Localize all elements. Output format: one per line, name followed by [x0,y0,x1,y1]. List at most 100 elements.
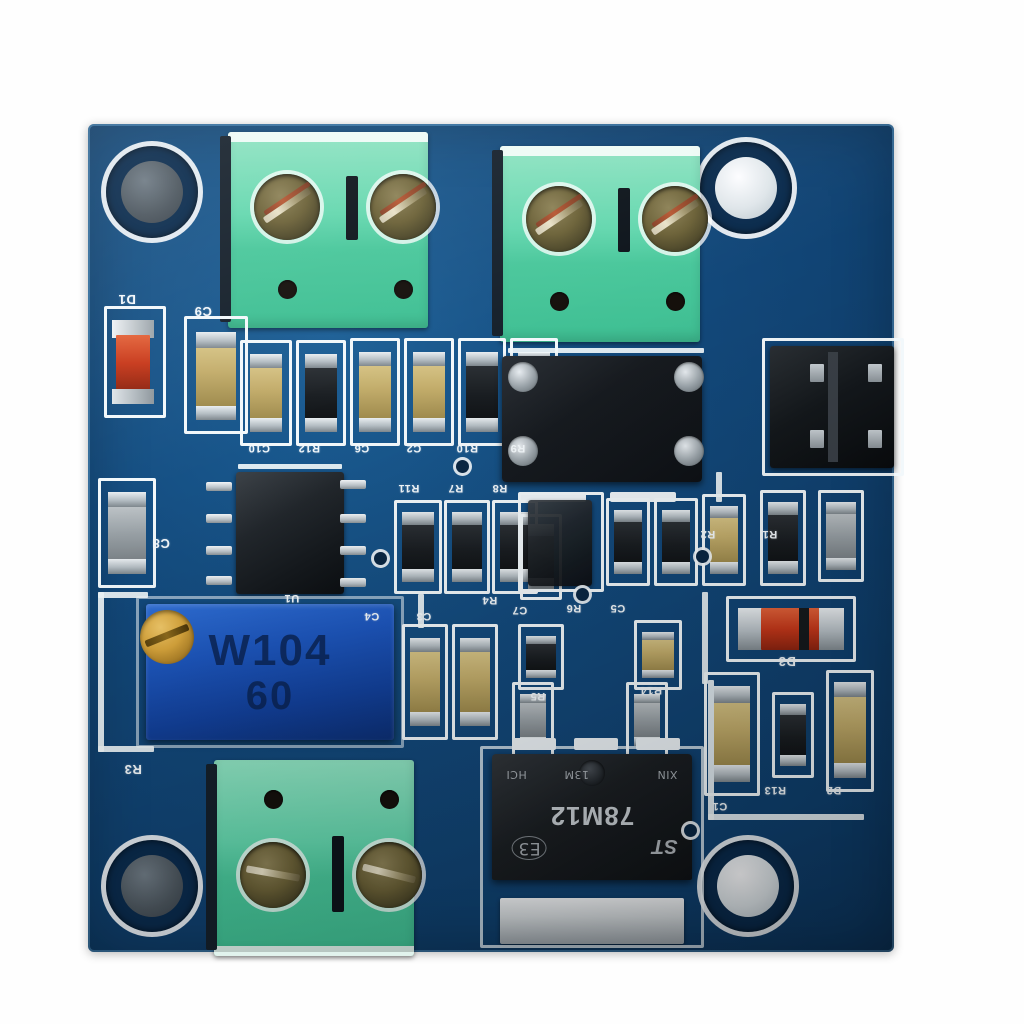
ic-pin [340,578,366,587]
ic-pin [206,546,232,555]
header-pin[interactable] [810,430,824,448]
terminal-divider [332,836,344,912]
silk-label-c5: C5 [610,602,626,614]
component-r14 [642,632,674,678]
component-d3-diode [738,608,844,650]
component-c4 [460,638,490,726]
pad [512,738,556,750]
terminal-screw[interactable] [254,174,320,240]
component-c5 [662,510,690,574]
component-r5 [526,636,556,678]
silk-outline-transistor [518,492,604,592]
trace [508,348,704,353]
terminal-side-rail [206,764,217,950]
silk-label-r7: R7 [448,482,464,494]
silk-outline-c8 [98,478,156,588]
ic-pin [340,514,366,523]
silk-label-c9: C9 [194,304,212,319]
silk-label-c8: C8 [152,536,170,551]
silk-label-r5: R5 [530,690,546,702]
trace [98,746,154,752]
silk-label-r3: R3 [124,762,142,777]
ic-pin [340,480,366,489]
component-r1 [826,502,856,570]
component-r7 [452,512,482,582]
terminal-side-rail [492,150,503,336]
silk-label-d3: D3 [778,654,796,669]
silk-outline-r1 [818,490,864,582]
header-divider [828,352,838,462]
silk-label-r1: R1 [762,528,778,540]
terminal-wire-hole [264,790,283,809]
terminal-wire-hole [394,280,413,299]
silk-label-c2: C2 [406,442,422,454]
silk-outline-r11 [394,500,442,594]
silk-label-r11: R11 [398,482,420,494]
silk-outline-r2 [702,494,746,586]
via [374,552,387,565]
terminal-lip [214,946,414,956]
trace [98,592,148,598]
trace [708,680,714,820]
trimpot-marking-top: W104 [208,626,332,675]
silk-label-r2: R2 [700,528,716,540]
terminal-divider [346,176,358,240]
header-pin[interactable] [810,364,824,382]
component-c10 [250,354,282,432]
terminal-screw[interactable] [642,186,708,252]
screw-terminal-top-right[interactable] [492,146,708,342]
component-c2 [413,352,445,432]
screw-terminal-top-left[interactable] [220,132,436,328]
component-r12 [305,354,337,432]
trace [238,464,342,469]
trace [708,814,864,820]
pad [610,492,676,502]
silk-outline-c3 [402,624,448,740]
pad-optocoupler [674,436,704,466]
screw-terminal-bottom[interactable] [206,760,422,956]
terminal-screw[interactable] [240,842,306,908]
mounting-hole-top-right [700,142,792,234]
pad-optocoupler [674,362,704,392]
via [576,588,589,601]
terminal-wire-hole [550,292,569,311]
silk-outline-r7 [444,500,490,594]
terminal-screw[interactable] [526,186,592,252]
component-small [520,694,546,746]
silk-label-d1: D1 [118,292,136,307]
mounting-hole-bottom-right [702,840,794,932]
terminal-wire-hole [666,292,685,311]
trace [716,472,722,502]
silk-outline-c2 [404,338,454,446]
silk-label-u1: U1 [284,592,300,604]
silk-outline-r1b [760,490,806,586]
jumper-header-4pin[interactable] [770,346,894,468]
trace [418,594,424,628]
silk-outline-c6 [350,338,400,446]
silk-outline-regulator [480,746,704,948]
terminal-screw[interactable] [356,842,422,908]
terminal-screw[interactable] [370,174,436,240]
silk-label-r13: R13 [764,784,786,796]
via [696,550,709,563]
component-c8 [108,492,146,574]
silk-label-c10: C10 [248,442,270,454]
trimpot-adjust-screw[interactable] [140,610,194,664]
terminal-wire-hole [380,790,399,809]
silk-label-c6: C6 [354,442,370,454]
silk-outline-c9 [184,316,248,434]
header-pin[interactable] [868,364,882,382]
terminal-lip [500,146,700,156]
component-r11 [402,512,434,582]
terminal-lip [228,132,428,142]
component-r3-trimpot[interactable]: W104 60 [140,604,394,740]
mounting-hole-top-left [106,146,198,238]
silk-label-r4: R4 [482,594,498,606]
silk-outline-d3 [726,596,856,662]
silk-outline-r13 [772,692,814,778]
silk-outline-c5 [654,498,698,586]
pad-optocoupler [508,436,538,466]
header-pin[interactable] [868,430,882,448]
trace [98,592,104,752]
